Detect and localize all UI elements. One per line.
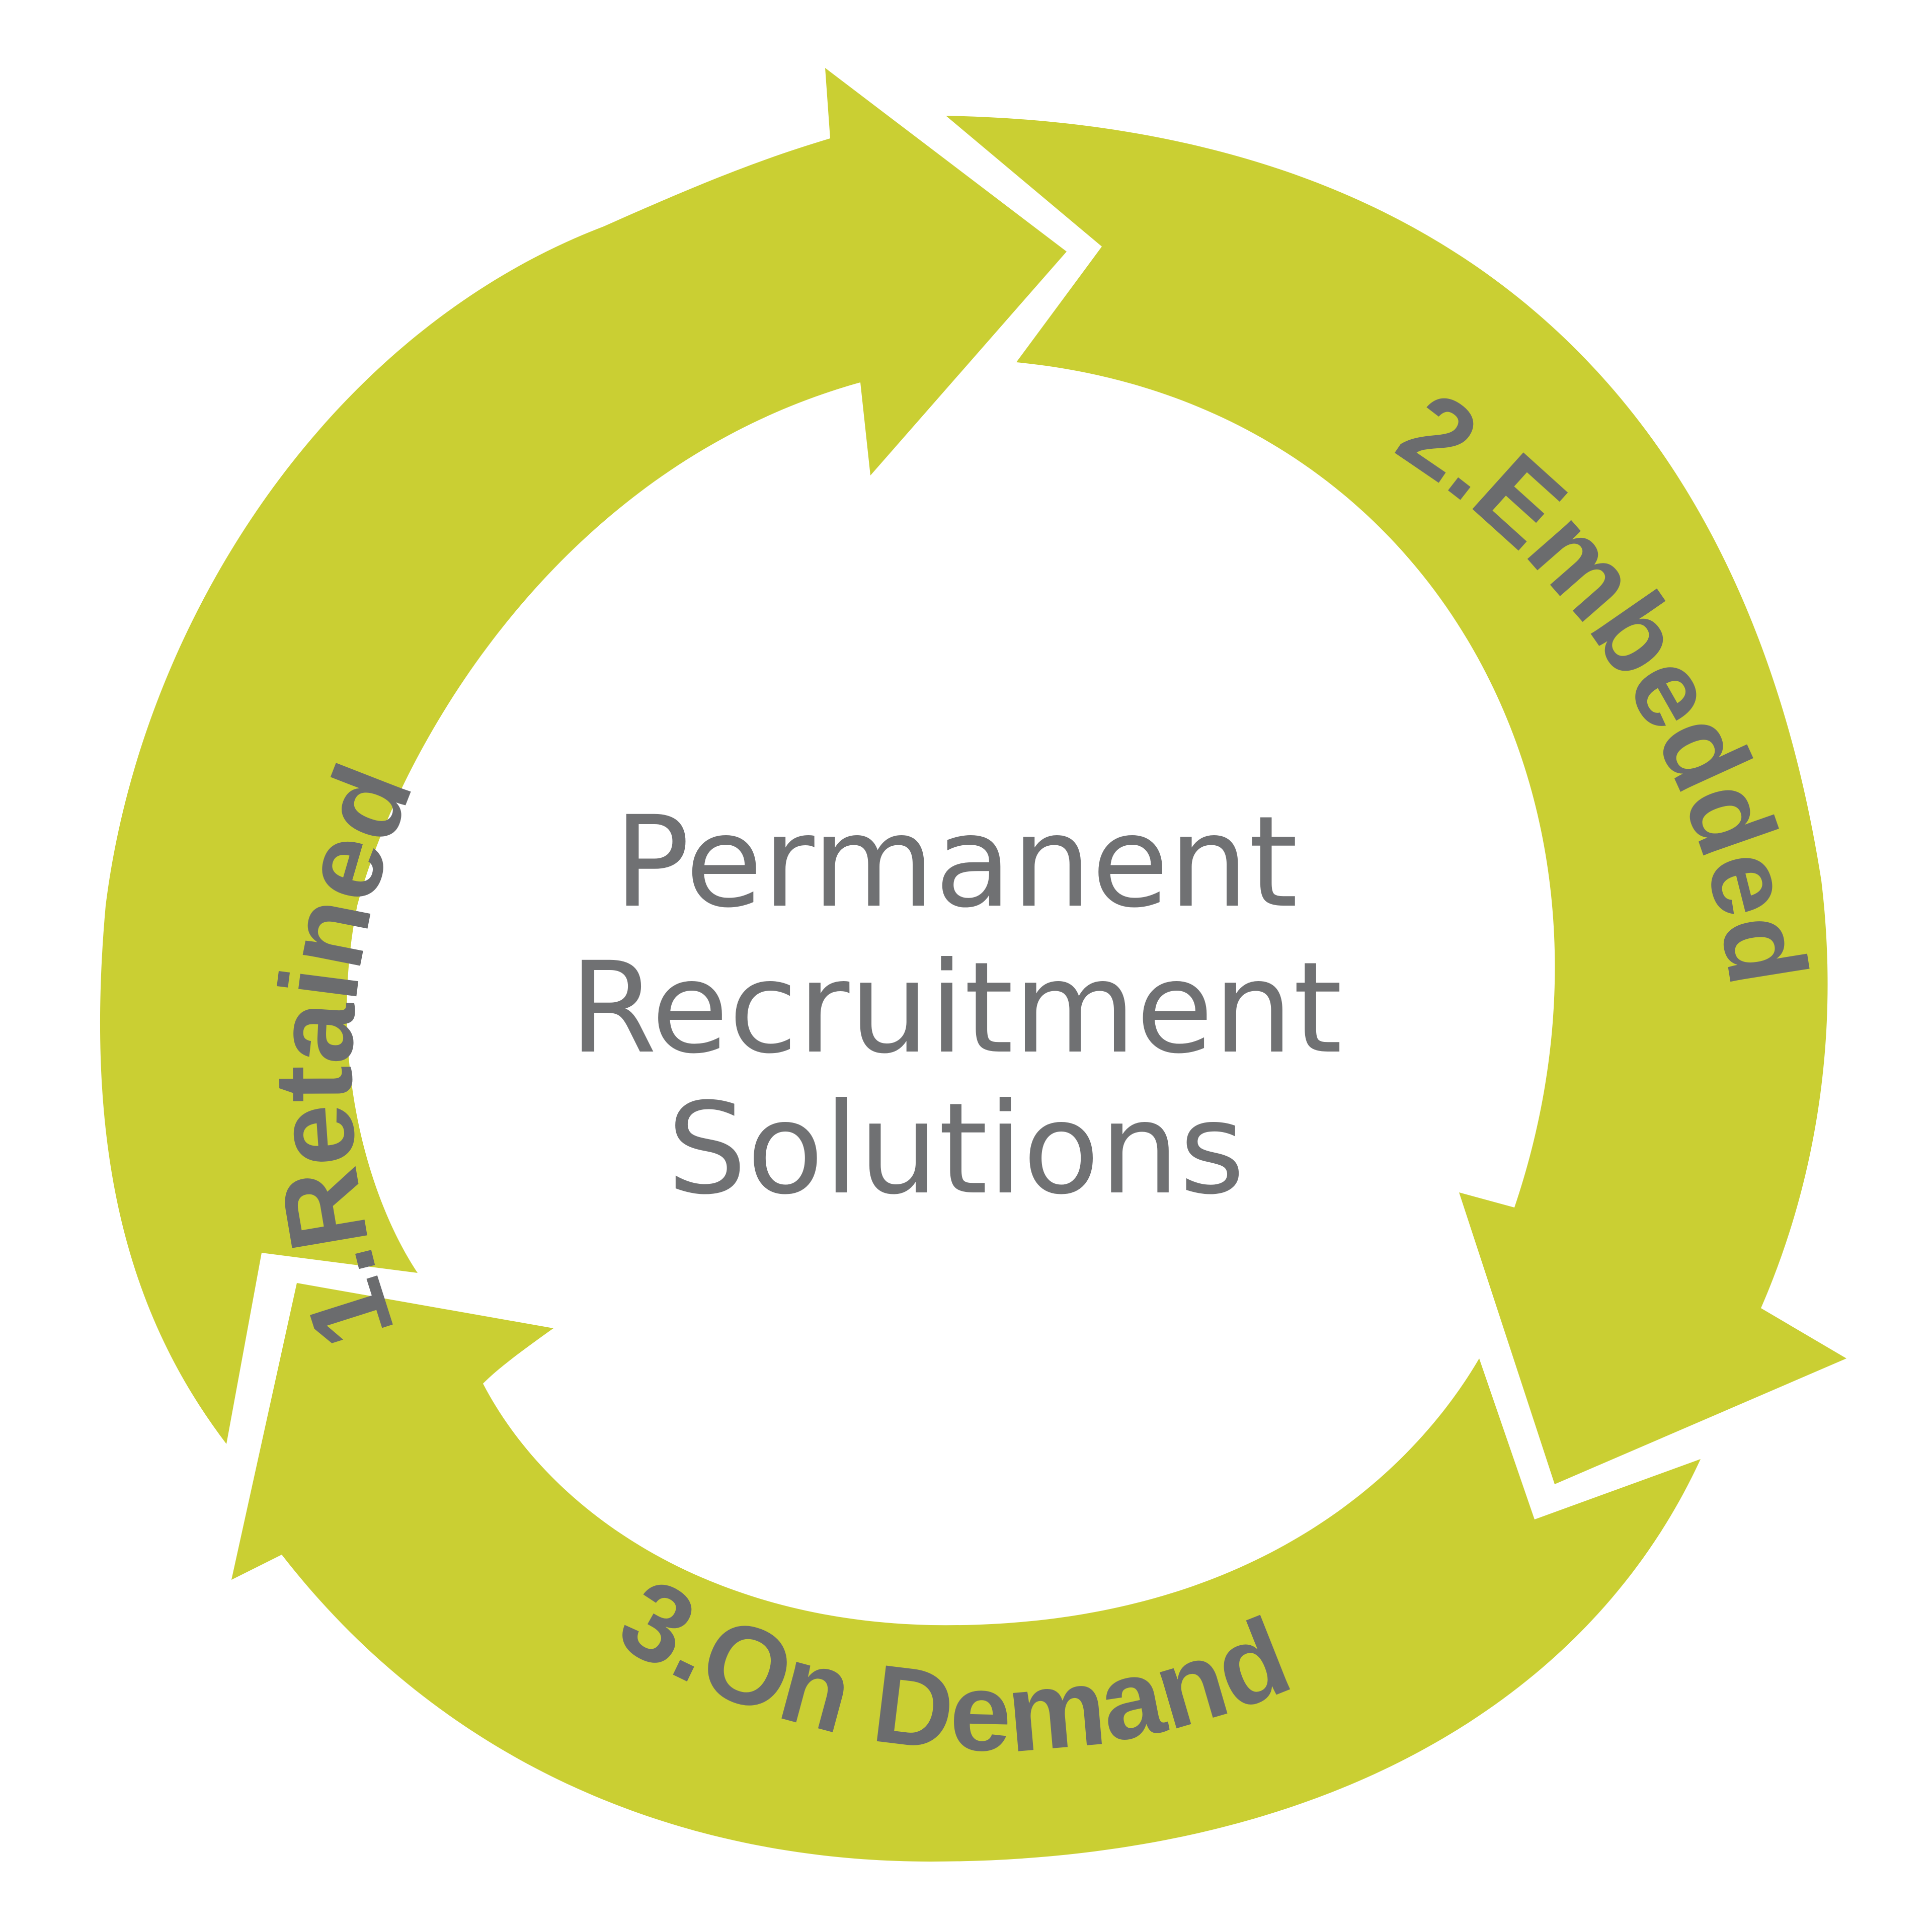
- cycle-arrow-ondemand: [231, 1283, 1701, 1862]
- center-title-line-2: Recruitment: [570, 935, 1342, 1081]
- center-title-line-1: Permanent: [614, 789, 1298, 935]
- cycle-arrow-retained: [100, 68, 1067, 1444]
- cycle-arrow-embedded: [946, 116, 1846, 1484]
- center-title-line-3: Solutions: [667, 1076, 1245, 1222]
